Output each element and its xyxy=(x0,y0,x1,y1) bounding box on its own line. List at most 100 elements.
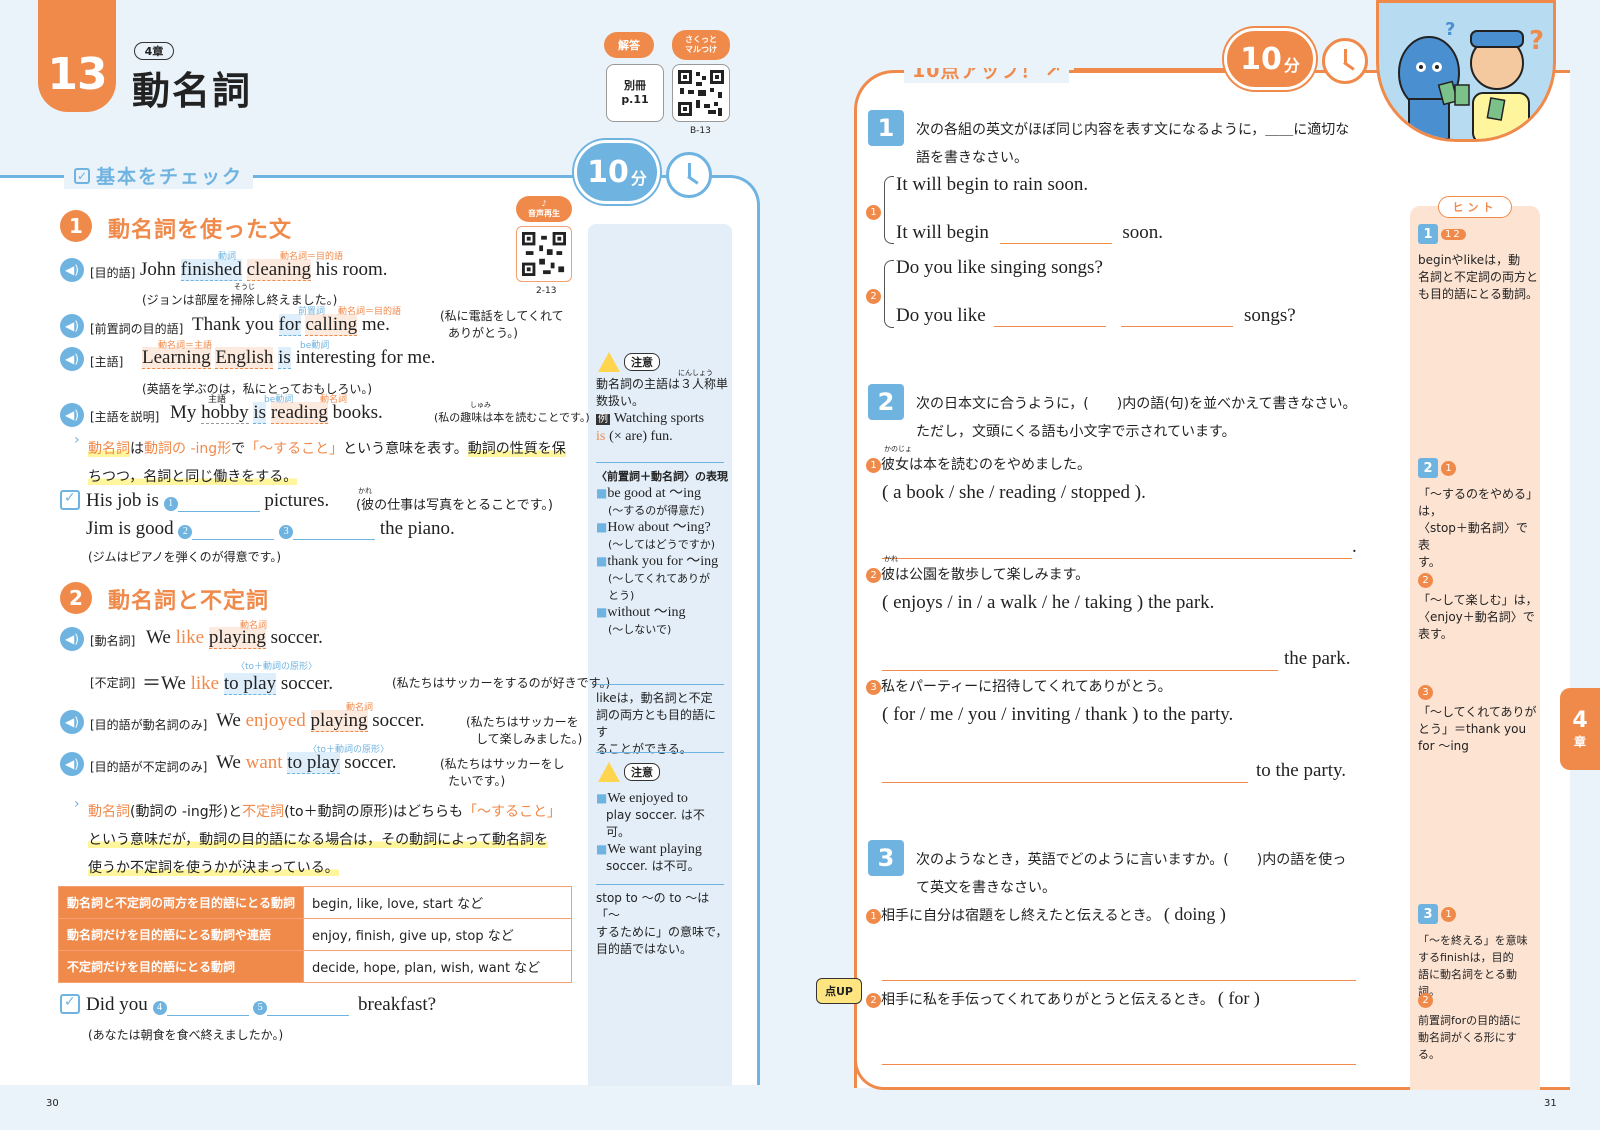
question2-instruction: 次の日本文に合うように，( )内の語(句)を並べかえて書きなさい。 ただし，文頭… xyxy=(916,396,1357,440)
question3-instruction: 次のようなとき，英語でどのように言いますか。( )内の語を使っ て英文を書きなさ… xyxy=(916,852,1347,896)
ex3-be-note: be動詞 xyxy=(300,341,330,351)
ex1-verb-note: 動詞 xyxy=(218,252,237,262)
hint3-tag: 3 1 xyxy=(1418,904,1456,924)
ex6-inf-note: 〈to＋動詞の原形〉 xyxy=(236,662,318,672)
chapter-tag: 4章 xyxy=(134,42,174,60)
check1-translation: (彼の仕事は写真をとることです。) xyxy=(356,498,553,513)
ex1-gerund-note: 動名詞＝目的語 xyxy=(280,252,344,262)
q2-item1-words: ( a book / she / reading / stopped ). xyxy=(882,482,1146,503)
answer-line[interactable] xyxy=(882,1064,1356,1065)
ex4-subject-note: 主語 xyxy=(208,395,227,405)
answer-blank[interactable] xyxy=(166,998,249,1016)
check2-line1: Did you 4 5 breakfast? xyxy=(86,994,437,1016)
svg-text:?: ? xyxy=(1529,26,1544,56)
audio-speaker-icon[interactable]: ◀) xyxy=(60,710,84,734)
ex8-translation: (私たちはサッカーをし たいです。) xyxy=(440,757,565,788)
answer-blank[interactable] xyxy=(999,226,1112,244)
question1-number: 1 xyxy=(868,110,904,146)
ex4-sentence: My hobby is reading books. xyxy=(170,402,383,424)
answer-blank[interactable] xyxy=(177,494,260,512)
answer-blank[interactable] xyxy=(267,998,350,1016)
quick-check-badge: さくっと マルつけ xyxy=(672,30,730,60)
divider xyxy=(596,884,724,885)
q1-pair2-b: Do you like songs? xyxy=(896,305,1296,327)
ex8-inf-note: 〈to＋動詞の原形〉 xyxy=(308,745,390,755)
ex2-gerund-note: 動名詞＝目的語 xyxy=(338,307,402,317)
question2-number: 2 xyxy=(868,384,904,420)
left-page: 13 4章 動名詞 解答 別冊 p.11 さくっと マルつけ B-13 ✓ 基本… xyxy=(0,0,800,1109)
ex8-sentence: We want to play soccer. xyxy=(216,752,397,774)
audio-qr-caption: 2-13 xyxy=(536,286,557,296)
answer-blank[interactable] xyxy=(293,522,376,540)
answer-line[interactable] xyxy=(882,980,1356,981)
lesson-number-tab: 13 xyxy=(38,0,116,112)
audio-speaker-icon[interactable]: ◀) xyxy=(60,347,84,371)
answer-blank[interactable] xyxy=(1121,309,1234,327)
ex4-ruby: しゅみ xyxy=(470,401,491,409)
answer-qr-code[interactable] xyxy=(672,64,730,122)
audio-speaker-icon[interactable]: ◀) xyxy=(60,752,84,776)
hint1-text: beginやlikeは，動 名詞と不定詞の両方と も目的語にとる動詞。 xyxy=(1418,253,1539,301)
hint3b-text: 前置詞forの目的語に 動名詞がくる形にする。 xyxy=(1418,1014,1522,1061)
q2-item2-tail: the park. xyxy=(1284,648,1351,669)
answer-blank[interactable] xyxy=(192,522,275,540)
qr-icon xyxy=(522,232,566,276)
right-frame-bottom-line xyxy=(930,1087,1570,1090)
time-bubble: 10 分 xyxy=(574,140,660,204)
side-note-5: stop to ～の to ～は「～ するために」の意味で， 目的語ではない。 xyxy=(596,891,728,956)
audio-qr-code[interactable] xyxy=(516,226,572,282)
side-note-2: 〈前置詞＋動名詞〉の表現 ■be good at ～ing (～するのが得意だ)… xyxy=(596,470,728,636)
answer-line[interactable] xyxy=(882,782,1248,783)
ex4-label: [主語を説明] xyxy=(90,410,160,424)
audio-speaker-icon[interactable]: ◀) xyxy=(60,403,84,427)
ex6-label: [不定詞] xyxy=(90,676,136,690)
hint1-tag: 1 12 xyxy=(1418,224,1466,244)
check-icon: ✓ xyxy=(60,994,80,1014)
check2-translation: (あなたは朝食を食べ終えましたか。) xyxy=(88,1028,284,1042)
ex5-label: [動名詞] xyxy=(90,634,136,648)
page-number-left: 30 xyxy=(46,1098,59,1109)
divider xyxy=(596,684,724,685)
ex2-prep-note: 前置詞 xyxy=(298,307,326,317)
ex6-sentence: ＝We like to play soccer. xyxy=(142,673,334,695)
hint2c-text: 「～してくれてありが とう」＝thank you for ～ing xyxy=(1418,705,1537,753)
q1-pair2-a: Do you like singing songs? xyxy=(896,257,1103,278)
chapter-side-tab[interactable]: 4 章 xyxy=(1560,688,1600,770)
clock-icon xyxy=(666,152,712,198)
left-header-bg xyxy=(0,0,800,175)
ex7-label: [目的語が動名詞のみ] xyxy=(90,718,208,732)
ex7-translation: (私たちはサッカーを して楽しみました。) xyxy=(466,715,583,746)
check1-line1: His job is 1 pictures. xyxy=(86,490,330,512)
hint-title: ヒント xyxy=(1438,196,1512,218)
q2-item3-tail: to the party. xyxy=(1256,760,1347,781)
audio-speaker-icon[interactable]: ◀) xyxy=(60,627,84,651)
answer-line[interactable] xyxy=(882,558,1352,559)
point1-arrow-icon: › xyxy=(74,432,80,448)
ex1-label: [目的語] xyxy=(90,266,136,280)
q2-item1-ruby: かのじょ xyxy=(884,445,912,453)
answer-blank[interactable] xyxy=(994,309,1107,327)
answer-ref-box: 別冊 p.11 xyxy=(606,64,664,122)
divider xyxy=(596,462,724,463)
point2-text: 動名詞(動詞の -ing形)と不定詞(to＋動詞の原形)はどちらも「～すること」… xyxy=(88,804,562,876)
qr-icon xyxy=(678,70,724,116)
divider xyxy=(596,752,724,753)
ex1-ruby: そうじ xyxy=(234,283,255,291)
header-line xyxy=(1074,68,1254,71)
clock-icon xyxy=(1322,38,1368,84)
check1-translation2: (ジムはピアノを弾くのが得意です。) xyxy=(88,550,282,564)
q1-pair1-a: It will begin to rain soon. xyxy=(896,174,1089,195)
answer-badge: 解答 xyxy=(604,32,654,58)
score-up-badge: 点UP xyxy=(816,978,862,1004)
hint2b-tag: 2 xyxy=(1418,570,1433,589)
check-header: ✓ 基本をチェック xyxy=(64,162,254,189)
q2-item2-ruby: かれ xyxy=(884,555,898,563)
audio-speaker-icon[interactable]: ◀) xyxy=(60,258,84,282)
q1-pair2-bracket xyxy=(884,260,894,328)
hint3b-tag: 2 xyxy=(1418,990,1433,1009)
audio-speaker-icon[interactable]: ◀) xyxy=(60,314,84,338)
answer-line[interactable] xyxy=(882,670,1278,671)
